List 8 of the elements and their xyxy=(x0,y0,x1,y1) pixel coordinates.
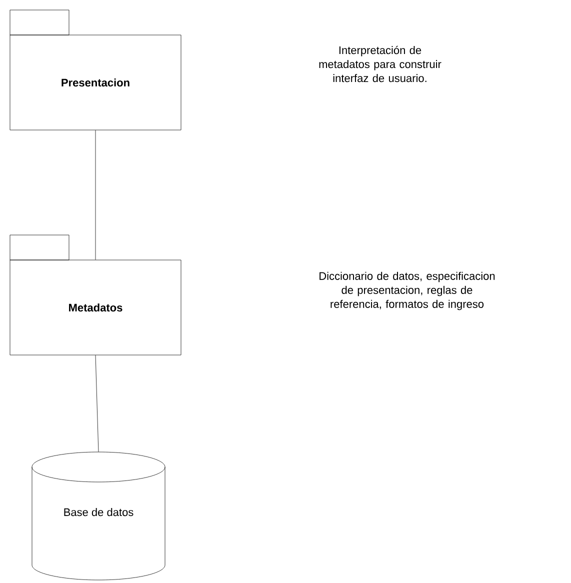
database-cylinder: Base de datos xyxy=(32,452,166,580)
connector-line xyxy=(95,355,99,452)
connector-line xyxy=(95,130,96,260)
node-label: Base de datos xyxy=(64,508,134,516)
package-box: Metadatos xyxy=(10,234,182,356)
package-box: Presentacion xyxy=(10,10,182,130)
note-text: Interpretación de metadatos para construir interfaz de usuario. xyxy=(319,46,442,82)
note-text: Diccionario de datos, especificacion de presentacion, reglas de referencia, formatos de ingreso xyxy=(320,272,495,310)
